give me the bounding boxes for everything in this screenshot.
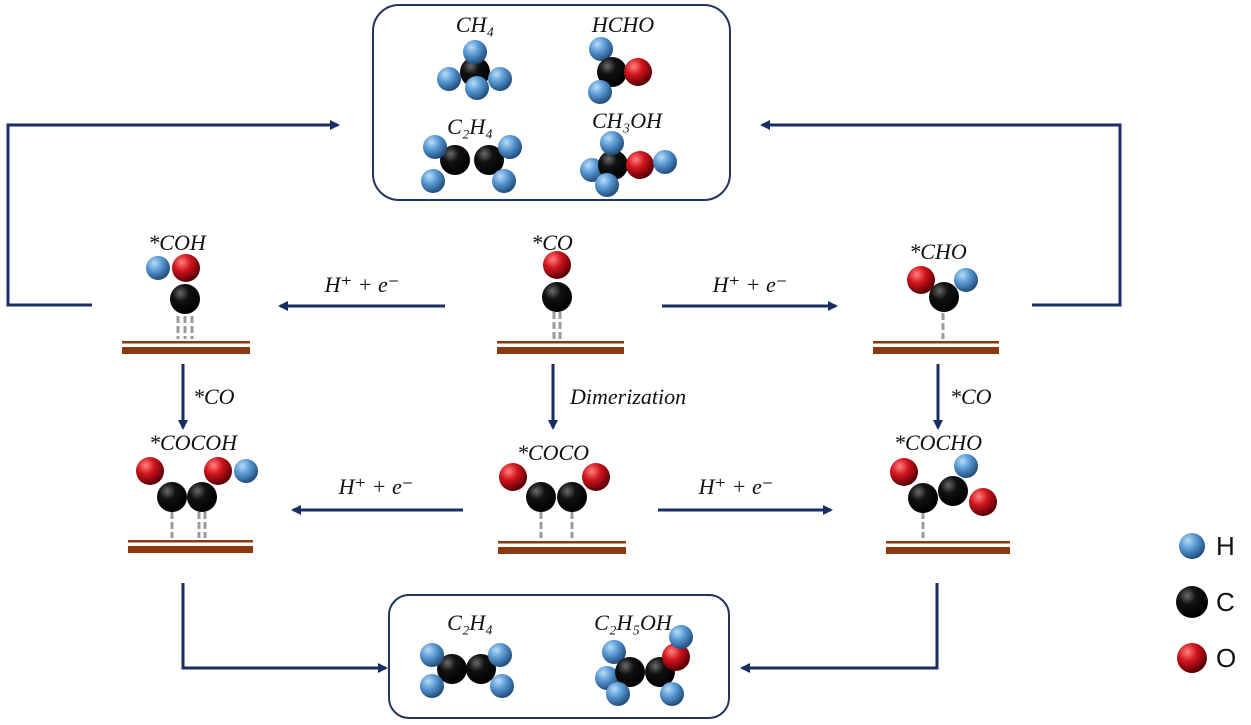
- catalyst-surface-coco: [498, 541, 626, 554]
- label-co-addition-right: *CO: [950, 384, 992, 409]
- oxygen-atom: [626, 151, 654, 179]
- oxygen-atom: [172, 254, 200, 282]
- intermediate-co-label: *CO: [531, 230, 573, 255]
- carbon-atom: [598, 150, 628, 180]
- hydrogen-atom: [653, 150, 677, 174]
- catalyst-surface-cho: [873, 341, 999, 354]
- oxygen-atom: [662, 643, 690, 671]
- oxygen-atom: [499, 463, 527, 491]
- hydrogen-atom: [492, 169, 516, 193]
- arrow-cocoh-to-bottom-products: [181, 583, 388, 673]
- product-ch3oh-label: CH₃OH: [592, 108, 663, 133]
- hydrogen-atom: [420, 643, 444, 667]
- catalyst-surface-cocho: [886, 541, 1010, 554]
- product-c2h4-bottom-label: C₂H₄: [447, 610, 493, 635]
- hydrogen-atom: [589, 37, 613, 61]
- label-hydrogenation-coco-cocho: H⁺ + e⁻: [698, 474, 774, 499]
- intermediate-coco-label: *COCO: [517, 440, 589, 465]
- product-hcho-label: HCHO: [591, 12, 654, 37]
- oxygen-atom: [969, 488, 997, 516]
- hydrogen-atom: [490, 674, 514, 698]
- hydrogen-atom: [602, 640, 626, 664]
- legend-carbon-atom: [1176, 586, 1208, 618]
- oxygen-atom: [624, 58, 652, 86]
- product-c2h4-label: C₂H₄: [447, 114, 493, 139]
- hydrogen-atom: [954, 268, 978, 292]
- legend-hydrogen-atom: [1179, 533, 1205, 559]
- intermediate-cocho-label: *COCHO: [894, 430, 982, 455]
- label-hydrogenation-co-cho: H⁺ + e⁻: [712, 272, 788, 297]
- carbon-atom: [938, 476, 968, 506]
- hydrogen-atom: [488, 643, 512, 667]
- oxygen-atom: [890, 458, 918, 486]
- hydrogen-atom: [660, 682, 684, 706]
- hydrogen-atom: [463, 40, 487, 64]
- hydrogen-atom: [600, 131, 624, 155]
- hydrogen-atom: [421, 169, 445, 193]
- hydrogen-atom: [420, 674, 444, 698]
- hydrogen-atom: [146, 256, 170, 280]
- hydrogen-atom: [954, 454, 978, 478]
- carbon-atom: [597, 57, 627, 87]
- hydrogen-atom: [437, 67, 461, 91]
- label-co-addition-left: *CO: [193, 384, 235, 409]
- carbon-atom: [542, 282, 572, 312]
- carbon-atom: [187, 482, 217, 512]
- label-hydrogenation-co-coh: H⁺ + e⁻: [324, 272, 400, 297]
- carbon-atom: [526, 482, 556, 512]
- carbon-atom: [157, 482, 187, 512]
- carbon-atom: [557, 482, 587, 512]
- label-hydrogenation-coco-cocoh: H⁺ + e⁻: [338, 474, 414, 499]
- carbon-atom: [440, 145, 470, 175]
- legend-c-label: C: [1216, 587, 1235, 617]
- hydrogen-atom: [488, 67, 512, 91]
- product-c2h5oh-label: C₂H₅OH: [594, 610, 673, 635]
- top-products-box: [372, 4, 731, 201]
- hydrogen-atom: [606, 682, 630, 706]
- oxygen-atom: [204, 457, 232, 485]
- oxygen-atom: [907, 266, 935, 294]
- intermediate-coh-label: *COH: [148, 230, 207, 255]
- hydrogen-atom: [234, 459, 258, 483]
- arrow-cho-to-top-products: [760, 120, 1122, 307]
- oxygen-atom: [543, 251, 571, 279]
- legend-oxygen-atom: [1177, 643, 1207, 673]
- legend-h-label: H: [1216, 531, 1235, 561]
- hydrogen-atom: [580, 158, 604, 182]
- intermediate-cho-label: *CHO: [909, 239, 967, 264]
- hydrogen-atom: [423, 135, 447, 159]
- carbon-atom: [466, 654, 496, 684]
- hydrogen-atom: [498, 135, 522, 159]
- carbon-atom: [437, 654, 467, 684]
- carbon-atom: [908, 483, 938, 513]
- catalyst-surface-co: [497, 341, 624, 354]
- product-ch4-label: CH₄: [456, 12, 494, 37]
- legend-o-label: O: [1216, 643, 1236, 673]
- label-dimerization: Dimerization: [569, 384, 686, 409]
- catalyst-surface-cocoh: [128, 540, 253, 553]
- hydrogen-atom: [465, 76, 489, 100]
- hydrogen-atom: [669, 625, 693, 649]
- hydrogen-atom: [595, 173, 619, 197]
- carbon-atom: [474, 145, 504, 175]
- intermediate-cocoh-label: *COCOH: [149, 430, 238, 455]
- bottom-products-box: [388, 594, 730, 719]
- carbon-atom: [615, 657, 645, 687]
- catalyst-surface-coh: [122, 341, 250, 354]
- carbon-atom: [170, 284, 200, 314]
- arrow-coh-to-top-products: [6, 120, 340, 307]
- arrow-cocho-to-bottom-products: [740, 583, 939, 673]
- oxygen-atom: [582, 463, 610, 491]
- carbon-atom: [929, 282, 959, 312]
- oxygen-atom: [136, 457, 164, 485]
- hydrogen-atom: [588, 80, 612, 104]
